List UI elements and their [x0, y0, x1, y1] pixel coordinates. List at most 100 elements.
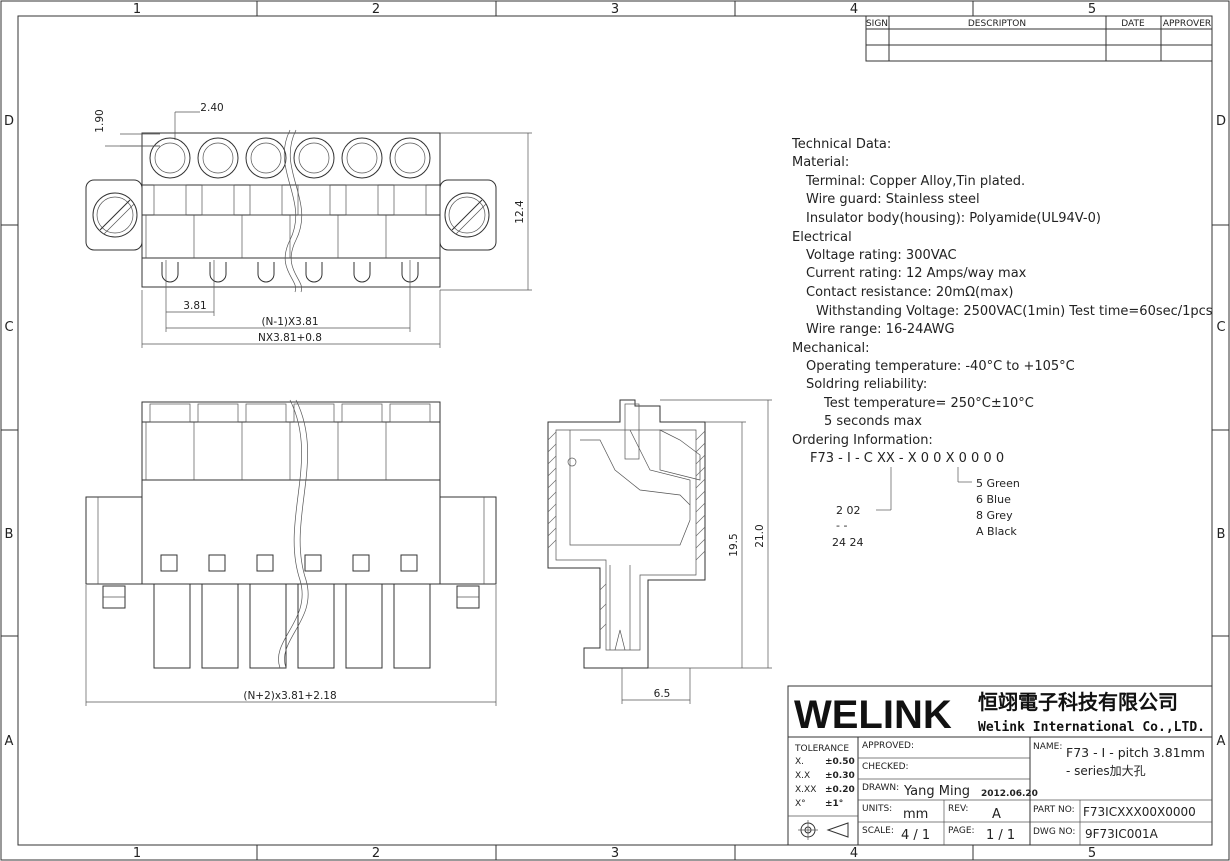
dim-front-overall: (N+2)x3.81+2.18	[243, 690, 336, 702]
pin-leg-6	[393, 583, 431, 669]
dim-overall-width: NX3.81+0.8	[258, 332, 322, 344]
name-label: NAME:	[1033, 742, 1062, 752]
ordering-range-2: 2 02	[836, 504, 861, 517]
drawn-label: DRAWN:	[862, 783, 899, 793]
grid-col-4-bottom: 4	[850, 846, 858, 861]
company-name-cn: 恒翊電子科技有限公司	[978, 690, 1178, 714]
wire-guard-4	[297, 184, 331, 216]
grid-row-d-right: D	[1216, 114, 1226, 129]
grid-col-3-bottom: 3	[611, 846, 619, 861]
front-top-block-4	[293, 403, 335, 423]
front-view: (N+2)x3.81+2.18	[85, 399, 497, 706]
pin-leg-4	[297, 583, 335, 669]
grid-col-5-bottom: 5	[1088, 846, 1096, 861]
wire-guard-2	[201, 184, 235, 216]
front-top-block-3	[245, 403, 287, 423]
wire-guard-3	[249, 184, 283, 216]
wire-entry-6	[400, 554, 418, 572]
wire-entry-5	[352, 554, 370, 572]
wire-entry-3	[256, 554, 274, 572]
page-label: PAGE:	[948, 826, 975, 836]
dim-6-5: 6.5	[654, 688, 671, 700]
dim-3-81: 3.81	[183, 300, 206, 312]
screw-hole-inner-1	[154, 142, 186, 174]
pin-tab-2	[209, 262, 227, 283]
welink-logo: WELINK	[794, 693, 952, 737]
title-block: WELINK 恒翊電子科技有限公司 Welink International C…	[787, 685, 1213, 846]
grid-col-2-top: 2	[372, 2, 380, 17]
tol-v-1: ±0.30	[825, 771, 855, 781]
wire-entry-2	[208, 554, 226, 572]
rev-header-description: DESCRIPTON	[968, 19, 1026, 29]
screw-hole-6	[389, 137, 431, 179]
front-top-block-2	[197, 403, 239, 423]
grid-row-c-left: C	[4, 320, 13, 335]
tech-line-16: Ordering Information:	[792, 433, 933, 448]
grid-row-b-right: B	[1217, 527, 1226, 542]
tech-line-2: Terminal: Copper Alloy,Tin plated.	[805, 174, 1025, 189]
tech-line-13: Soldring reliability:	[806, 377, 927, 392]
tech-line-1: Material:	[792, 155, 849, 170]
tech-line-14: Test temperature= 250°C±10°C	[823, 396, 1034, 411]
pin-leg-3	[249, 583, 287, 669]
tol-k-3: X°	[795, 799, 806, 809]
pin-tab-3	[257, 262, 275, 283]
tech-line-8: Contact resistance: 20mΩ(max)	[806, 285, 1014, 300]
tech-line-0: Technical Data:	[791, 137, 891, 152]
dwgno-value: 9F73IC001A	[1085, 827, 1159, 841]
tol-k-2: X.XX	[795, 785, 816, 795]
tech-line-10: Wire range: 16-24AWG	[806, 322, 955, 337]
screw-hole-3	[245, 137, 287, 179]
screw-hole-1	[149, 137, 191, 179]
screw-hole-4	[293, 137, 335, 179]
side-section-view: 19.5 21.0 6.5	[547, 399, 772, 704]
color-green: 5 Green	[976, 477, 1020, 490]
pin-leg-5	[345, 583, 383, 669]
screw-hole-5	[341, 137, 383, 179]
tol-v-3: ±1°	[825, 799, 843, 809]
tech-line-9: Withstanding Voltage: 2500VAC(1min) Test…	[816, 304, 1213, 319]
company-name-en: Welink International Co.,LTD.	[978, 720, 1205, 735]
dim-19-5: 19.5	[728, 533, 740, 556]
grid-col-3-top: 3	[611, 2, 619, 17]
page-value: 1 / 1	[986, 828, 1015, 843]
drawn-date: 2012.06.20	[981, 789, 1038, 799]
screw-hole-inner-2	[202, 142, 234, 174]
ordering-range-24: 24 24	[832, 536, 864, 549]
units-value: mm	[903, 807, 928, 822]
dim-2-40: 2.40	[200, 102, 223, 114]
grid-row-d-left: D	[4, 114, 14, 129]
color-blue: 6 Blue	[976, 493, 1011, 506]
tech-line-11: Mechanical:	[792, 341, 870, 356]
rev-label: REV:	[948, 804, 968, 814]
wire-guard-1	[153, 184, 187, 216]
front-top-block-1	[149, 403, 191, 423]
tol-v-0: ±0.50	[825, 757, 855, 767]
tech-line-4: Insulator body(housing): Polyamide(UL94V…	[806, 211, 1101, 226]
tech-line-7: Current rating: 12 Amps/way max	[806, 266, 1027, 281]
grid-col-2-bottom: 2	[372, 846, 380, 861]
approved-label: APPROVED:	[862, 741, 914, 751]
tol-k-1: X.X	[795, 771, 810, 781]
grid-col-4-top: 4	[850, 2, 858, 17]
front-top-block-5	[341, 403, 383, 423]
color-grey: 8 Grey	[976, 509, 1013, 522]
pin-tab-5	[353, 262, 371, 283]
tol-k-0: X.	[795, 757, 804, 767]
ordering-code: F73 - I - C XX - X 0 0 X 0 0 0 0	[810, 451, 1004, 466]
wire-guard-6	[393, 184, 427, 216]
screw-hole-inner-3	[250, 142, 282, 174]
wire-guard-5	[345, 184, 379, 216]
scale-label: SCALE:	[862, 826, 894, 836]
color-black: A Black	[976, 525, 1017, 538]
units-label: UNITS:	[862, 804, 892, 814]
grid-col-1-top: 1	[133, 2, 141, 17]
dim-21-0: 21.0	[754, 524, 766, 547]
tolerance-label: TOLERANCE	[794, 744, 849, 754]
tech-line-5: Electrical	[792, 230, 852, 245]
technical-data: Technical Data: Material: Terminal: Copp…	[791, 137, 1213, 549]
tol-v-2: ±0.20	[825, 785, 855, 795]
